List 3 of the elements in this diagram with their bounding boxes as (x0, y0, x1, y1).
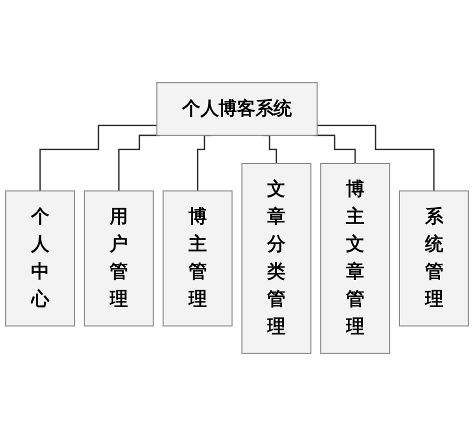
connector (317, 124, 435, 192)
connector (39, 124, 157, 192)
node-box: 个人博客系统 (156, 82, 318, 136)
